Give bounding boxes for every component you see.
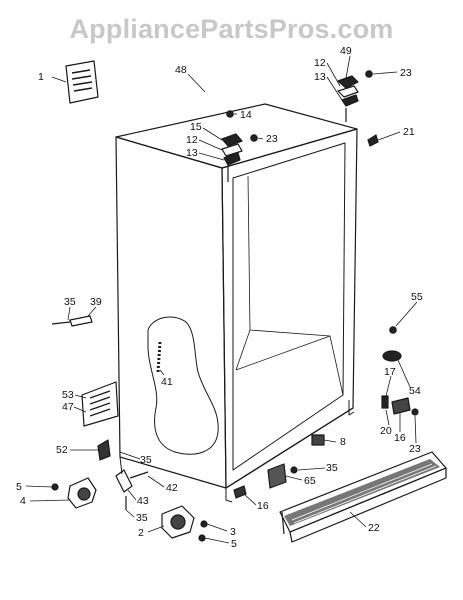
part-35-39 xyxy=(51,315,93,327)
top-hinge-right xyxy=(337,70,373,122)
callout-35b: 35 xyxy=(140,454,152,466)
leader-lines xyxy=(25,55,418,544)
callout-5b: 5 xyxy=(231,538,237,550)
callout-17: 17 xyxy=(384,366,396,378)
callout-49: 49 xyxy=(340,45,352,57)
insulation-cutout xyxy=(147,316,219,455)
part-16-small xyxy=(233,485,247,499)
callout-41: 41 xyxy=(161,376,173,388)
callout-47: 47 xyxy=(62,401,74,413)
part-65-35 xyxy=(267,463,298,489)
callout-5a: 5 xyxy=(16,481,22,493)
callout-35d: 35 xyxy=(136,512,148,524)
part-21 xyxy=(367,134,379,147)
callout-8: 8 xyxy=(340,436,346,448)
callout-42: 42 xyxy=(166,482,178,494)
callout-16b: 16 xyxy=(257,500,269,512)
callout-65: 65 xyxy=(304,475,316,487)
callout-labels: 1 48 49 12 13 23 14 15 12 23 13 21 35 39… xyxy=(16,45,423,550)
callout-2: 2 xyxy=(138,527,144,539)
callout-3: 3 xyxy=(230,526,236,538)
callout-39: 39 xyxy=(90,296,102,308)
part-5-4-leveler xyxy=(51,477,97,509)
callout-15: 15 xyxy=(190,121,202,133)
callout-53: 53 xyxy=(62,389,74,401)
callout-4: 4 xyxy=(20,495,26,507)
part-53-47 xyxy=(81,381,119,427)
callout-14: 14 xyxy=(240,109,252,121)
callout-43: 43 xyxy=(137,495,149,507)
part-52 xyxy=(97,439,111,461)
callout-35a: 35 xyxy=(64,296,76,308)
watermark: AppliancePartsPros.com xyxy=(69,14,394,44)
part-42-43 xyxy=(115,469,149,510)
callout-21: 21 xyxy=(403,126,415,138)
callout-20: 20 xyxy=(380,425,392,437)
callout-54: 54 xyxy=(409,385,421,397)
part-2-3-5-leveler xyxy=(161,505,208,542)
callout-55: 55 xyxy=(411,291,423,303)
callout-22: 22 xyxy=(368,522,380,534)
callout-13a: 13 xyxy=(314,71,326,83)
callout-12b: 12 xyxy=(186,134,198,146)
callout-48: 48 xyxy=(175,64,187,76)
callout-1: 1 xyxy=(38,71,44,83)
top-hinge-center xyxy=(221,110,258,182)
callout-23a: 23 xyxy=(400,67,412,79)
callout-13b: 13 xyxy=(186,147,198,159)
callout-12a: 12 xyxy=(314,57,326,69)
callout-23b: 23 xyxy=(266,133,278,145)
callout-52: 52 xyxy=(56,444,68,456)
part-22-grille xyxy=(279,451,447,543)
part-1-label xyxy=(65,60,99,104)
part-55-54 xyxy=(382,326,402,362)
part-17-20-16 xyxy=(381,395,419,416)
part-8 xyxy=(311,434,325,446)
callout-16a: 16 xyxy=(394,432,406,444)
callout-23c: 23 xyxy=(409,443,421,455)
callout-35c: 35 xyxy=(326,462,338,474)
